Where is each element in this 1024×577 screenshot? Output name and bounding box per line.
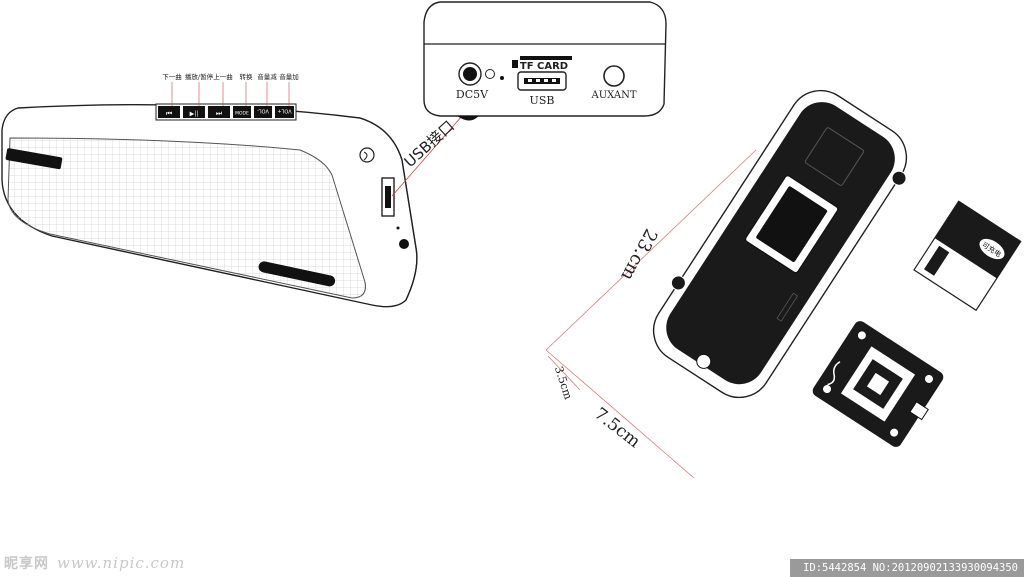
usb-callout-label: USB接口 xyxy=(401,117,458,171)
button-icon-next: ⏭ xyxy=(216,110,223,118)
button-play-pause xyxy=(183,106,205,118)
button-mode xyxy=(233,106,251,118)
button-next xyxy=(208,106,230,118)
tf-card-marker xyxy=(512,60,518,68)
screw-top xyxy=(891,170,907,186)
speaker-side-panel xyxy=(359,117,418,301)
side-led xyxy=(396,226,400,230)
image-id-bar: ID:5442854 NO:20120902133930094350 xyxy=(790,559,1024,577)
button-icon-play: ▶|| xyxy=(190,111,199,118)
speaker-side-view: ⏮ ▶|| ⏭ MODE VOL- VOL+ 下一曲 播放/暂停 上一曲 转换 … xyxy=(1,72,463,308)
aux-label: AUXANT xyxy=(590,90,636,101)
label-mode: 转换 xyxy=(240,72,254,81)
label-vol-down: 音量减 xyxy=(257,72,277,81)
label-play-pause: 播放/暂停 xyxy=(185,72,214,81)
label-vol-up: 音量加 xyxy=(279,72,299,81)
dimension-length: 23.cm xyxy=(616,225,661,284)
dc-label: DC5V xyxy=(456,88,489,101)
dimension-lines xyxy=(545,149,757,479)
grille-slot-left xyxy=(5,148,63,170)
button-vol-up xyxy=(275,106,294,118)
label-next-track: 下一曲 xyxy=(162,72,182,81)
screw-bottom xyxy=(670,275,686,291)
button-prev xyxy=(158,106,180,118)
panel-stand xyxy=(457,115,479,121)
button-strip: ⏮ ▶|| ⏭ MODE VOL- VOL+ xyxy=(155,103,297,121)
button-labels: 下一曲 播放/暂停 上一曲 转换 音量减 音量加 xyxy=(162,72,299,81)
panel-led xyxy=(485,69,495,79)
tf-card-label: TF CARD xyxy=(520,61,568,72)
back-label-plate xyxy=(804,127,865,186)
speaker-grille xyxy=(7,137,366,299)
side-jack-inner xyxy=(363,151,368,161)
side-dc-jack xyxy=(399,239,409,249)
button-icon-vol-up: VOL+ xyxy=(277,108,291,114)
button-icon-mode: MODE xyxy=(235,111,249,117)
grille-slot-bottom xyxy=(258,261,336,287)
tf-card-slot xyxy=(520,56,572,60)
speaker-back-view xyxy=(652,89,908,399)
usb-callout-line xyxy=(391,115,463,197)
battery: 可充电 xyxy=(913,200,1022,312)
side-usb-slot-inner xyxy=(385,186,391,208)
back-vent xyxy=(776,292,799,322)
usb-label: USB xyxy=(530,94,555,107)
panel-dot xyxy=(500,76,504,80)
button-icon-vol-down: VOL- xyxy=(257,108,269,114)
screw-end xyxy=(696,353,712,369)
battery-badge xyxy=(979,238,1005,260)
battery-cover xyxy=(812,321,944,447)
button-icon-prev: ⏮ xyxy=(166,110,172,118)
battery-slot xyxy=(756,186,828,262)
watermark-url: www.nipic.com xyxy=(57,554,186,572)
port-panel: DC5V TF CARD USB AUXANT xyxy=(423,1,667,121)
watermark: 昵享网 www.nipic.com xyxy=(4,553,185,573)
dimension-depth: 3.5cm xyxy=(552,365,575,402)
aux-jack xyxy=(603,65,625,87)
watermark-site: 昵享网 xyxy=(4,556,49,572)
label-prev-track: 上一曲 xyxy=(213,72,233,81)
button-callouts xyxy=(171,82,290,106)
button-vol-down xyxy=(254,106,272,118)
